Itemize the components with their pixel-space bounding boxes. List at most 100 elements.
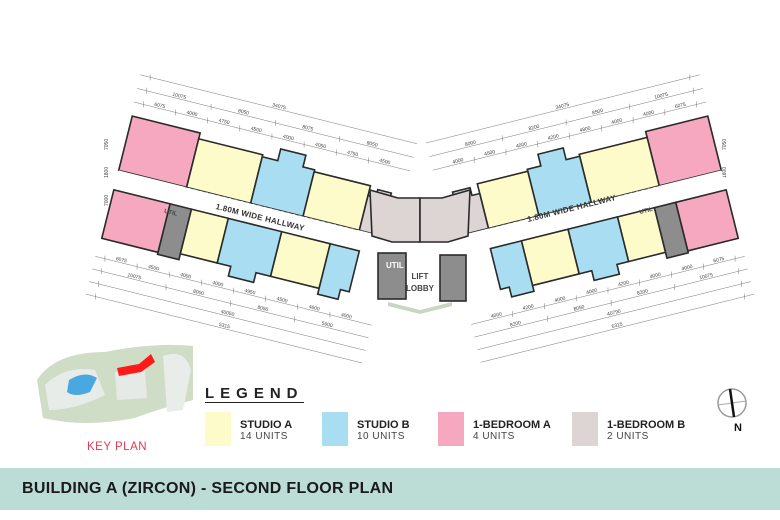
dimension-label: 4200 (617, 280, 629, 289)
unit-1-bedroom-b (369, 188, 421, 243)
dimension-line (425, 74, 700, 144)
unit-1-bedroom-b (419, 188, 471, 243)
dimension-label: 8500 (592, 108, 604, 117)
dimension-label: 4000 (340, 312, 352, 321)
dimension-label: 4950 (244, 288, 256, 297)
dimension-label: 4800 (579, 125, 591, 134)
dimension-label: 4750 (218, 118, 230, 127)
dimension-label: 4600 (308, 304, 320, 313)
legend-count: 10 UNITS (357, 431, 405, 442)
dimension-label: 34075 (555, 102, 570, 111)
dimension-label: 4750 (346, 150, 358, 159)
dimension-label: 8000 (192, 289, 204, 298)
legend-swatch (572, 412, 598, 446)
dimension-line (85, 293, 363, 364)
dimension-label: 34075 (271, 102, 286, 111)
dimension-label: 1800 (104, 167, 110, 178)
dimension-label: 8050 (573, 304, 585, 313)
dimension-label: 8200 (528, 124, 540, 133)
dimension-label: 5600 (321, 321, 333, 330)
legend-count: 2 UNITS (607, 431, 649, 442)
dimension-line (88, 281, 366, 351)
dimension-label: 1800 (722, 167, 728, 178)
legend-count: 14 UNITS (240, 431, 288, 442)
dimension-label: 4000 (643, 110, 655, 119)
legend-swatch (438, 412, 464, 446)
legend-swatch (205, 412, 231, 446)
dimension-label: 4000 (681, 264, 693, 273)
dimension-label: 4500 (379, 158, 391, 167)
dimension-label: 7050 (104, 139, 110, 150)
dimension-label: 4000 (649, 272, 661, 281)
dimension-label: 4500 (276, 296, 288, 305)
util-label: UTIL (163, 209, 178, 218)
unit-studio-b (316, 242, 361, 301)
key-plan-map (37, 344, 193, 423)
dimension-label: 4500 (484, 149, 496, 158)
dimension-line (140, 74, 418, 145)
dimension-line (477, 281, 752, 350)
dimension-label: 10075 (654, 92, 669, 101)
legend-name: STUDIO A (240, 419, 293, 431)
north-label: N (734, 422, 742, 434)
dimension-label: 8000 (464, 140, 476, 149)
title-band: BUILDING A (ZIRCON) - SECOND FLOOR PLAN (0, 468, 780, 510)
dimension-label: 6075 (713, 256, 725, 265)
dimension-label: 8075 (302, 124, 314, 133)
dimension-label: 4000 (490, 311, 502, 320)
dimension-label: 8050 (237, 108, 249, 117)
building-a-highlight (117, 354, 155, 376)
dimension-label: 4000 (554, 295, 566, 304)
dimension-label: 8050 (366, 140, 378, 149)
dimension-label: 10075 (127, 272, 142, 281)
dimension-label: 10075 (172, 92, 187, 101)
util-label: UTIL (386, 261, 404, 270)
dimension-label: 4000 (186, 110, 198, 119)
unit-studio-b (526, 147, 593, 217)
dimension-label: 4000 (179, 272, 191, 281)
lobby-label: LOBBY (406, 284, 435, 293)
dimension-label: 6075 (115, 256, 127, 265)
lift-shaft (439, 254, 467, 302)
dimension-label: 4000 (452, 157, 464, 166)
dimension-label: 6075 (674, 102, 686, 111)
hallway (113, 170, 383, 256)
entrance-strip (388, 302, 452, 314)
dimension-label: 6075 (154, 102, 166, 111)
legend-name: 1-BEDROOM B (607, 419, 686, 431)
dimension-lines: 6075400047504500400040504750450010075805… (85, 74, 755, 364)
page-title: BUILDING A (ZIRCON) - SECOND FLOOR PLAN (22, 480, 394, 497)
dimension-label: 4200 (547, 133, 559, 142)
util-room (377, 252, 407, 300)
dimension-label: 4500 (147, 264, 159, 273)
dimension-label: 4000 (611, 117, 623, 126)
dimension-label: 8200 (637, 288, 649, 297)
lift-label: LIFT (412, 272, 429, 281)
dimension-label: 4000 (212, 280, 224, 289)
dimension-label: 4000 (515, 141, 527, 150)
hallway (461, 170, 727, 255)
dimension-label: 40790 (607, 308, 622, 317)
dimension-label: 7050 (722, 139, 728, 150)
dimension-label: 8200 (509, 320, 521, 329)
dimension-label: 10075 (699, 272, 714, 281)
legend-swatch (322, 412, 348, 446)
dimension-label: 40050 (220, 309, 235, 318)
legend-count: 4 UNITS (473, 431, 515, 442)
legend-name: STUDIO B (357, 419, 410, 431)
dimension-label: 4000 (282, 134, 294, 143)
legend-name: 1-BEDROOM A (473, 419, 551, 431)
dimension-label: 4000 (586, 288, 598, 297)
dimension-label: 6315 (611, 321, 623, 330)
floor-plan: 6075400047504500400040504750450010075805… (85, 74, 755, 364)
left-wing: 1.80M WIDE HALLWAY UTIL (100, 115, 393, 301)
dimension-label: 4500 (250, 126, 262, 135)
dimension-line (480, 293, 755, 363)
key-plan-label: KEY PLAN (87, 441, 148, 453)
dimension-label: 7000 (104, 195, 110, 206)
dimension-label: 4200 (522, 303, 534, 312)
